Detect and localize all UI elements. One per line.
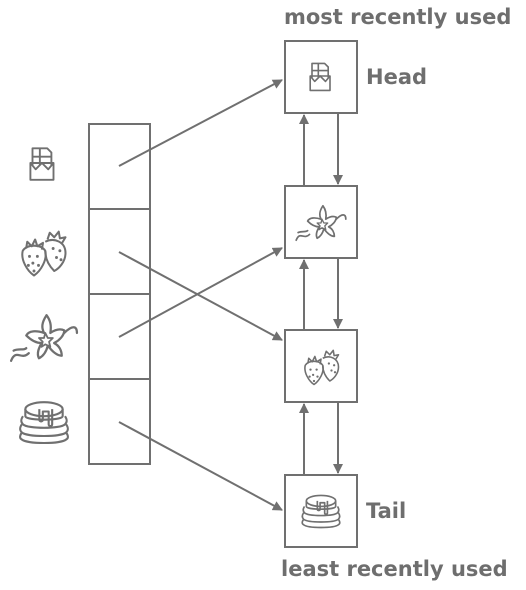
list-node-3 — [284, 474, 358, 548]
hash-table — [88, 123, 151, 465]
tail-label: Tail — [366, 499, 406, 523]
pointer-chocolate — [118, 79, 283, 167]
pointer-vanilla — [118, 247, 283, 338]
pointers — [118, 79, 283, 511]
strawberries-icon — [21, 230, 67, 277]
head-label: Head — [366, 65, 427, 89]
pancakes-icon — [19, 401, 69, 445]
list-links — [299, 113, 343, 475]
list-node-2 — [284, 329, 358, 403]
linked-list — [284, 40, 358, 548]
hash-slot-3 — [88, 378, 151, 465]
vanilla-flower-icon — [9, 314, 79, 362]
pointer-strawberries — [118, 251, 283, 341]
least-recently-used-label: least recently used — [281, 557, 508, 581]
most-recently-used-label: most recently used — [284, 5, 511, 29]
chocolate-bar-icon — [29, 147, 55, 181]
pointer-pancakes — [118, 421, 283, 511]
